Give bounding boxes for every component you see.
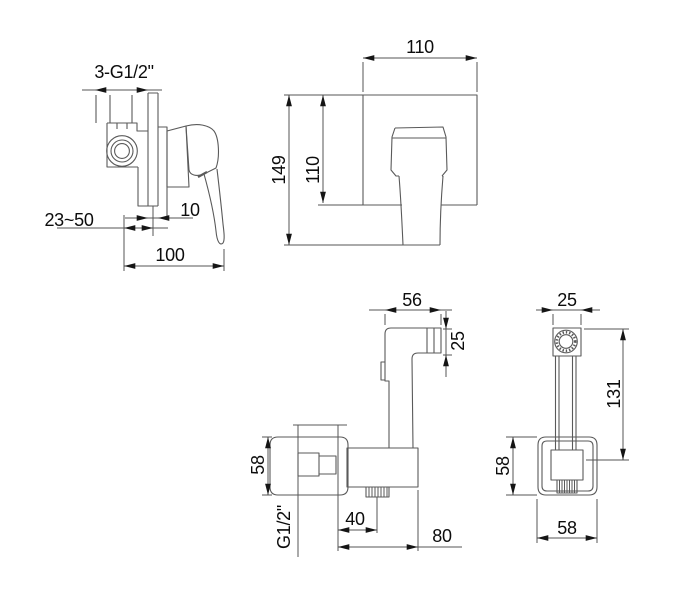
dim-flange-size-label: 58 [248,455,268,475]
dim-flange-width-label: 58 [557,518,577,538]
dim-depth-label: 80 [432,526,452,546]
dim-ports-label: 3-G1/2" [94,62,154,82]
valve-side-view [95,92,225,245]
dim-flange-height-label: 58 [493,456,513,476]
dim-plate-height-label: 110 [303,156,323,184]
valve-front-view [362,94,478,246]
dim-valve-length-label: 100 [155,245,185,265]
dim-depth-range-label: 23~50 [44,210,94,230]
sprayer-side-dimensions [262,307,462,557]
dim-plate-thickness-label: 10 [180,200,200,220]
sprayer-side-view [269,327,442,498]
dim-head-height-label: 25 [448,331,468,351]
dim-head-width-label: 25 [557,290,577,310]
dim-thread-label: G1/2" [274,505,294,549]
sprayer-front-dimensions [506,307,629,543]
dim-hose-offset-label: 40 [345,509,365,529]
sprayer-front-view [537,327,598,496]
dim-sprayer-height-label: 131 [604,379,624,409]
valve-side-dimensions [57,87,225,271]
dim-head-length-label: 56 [402,290,422,310]
dim-plate-width-label: 110 [406,37,434,57]
dim-total-height-label: 149 [269,155,289,185]
valve-front-dimensions [284,55,478,246]
